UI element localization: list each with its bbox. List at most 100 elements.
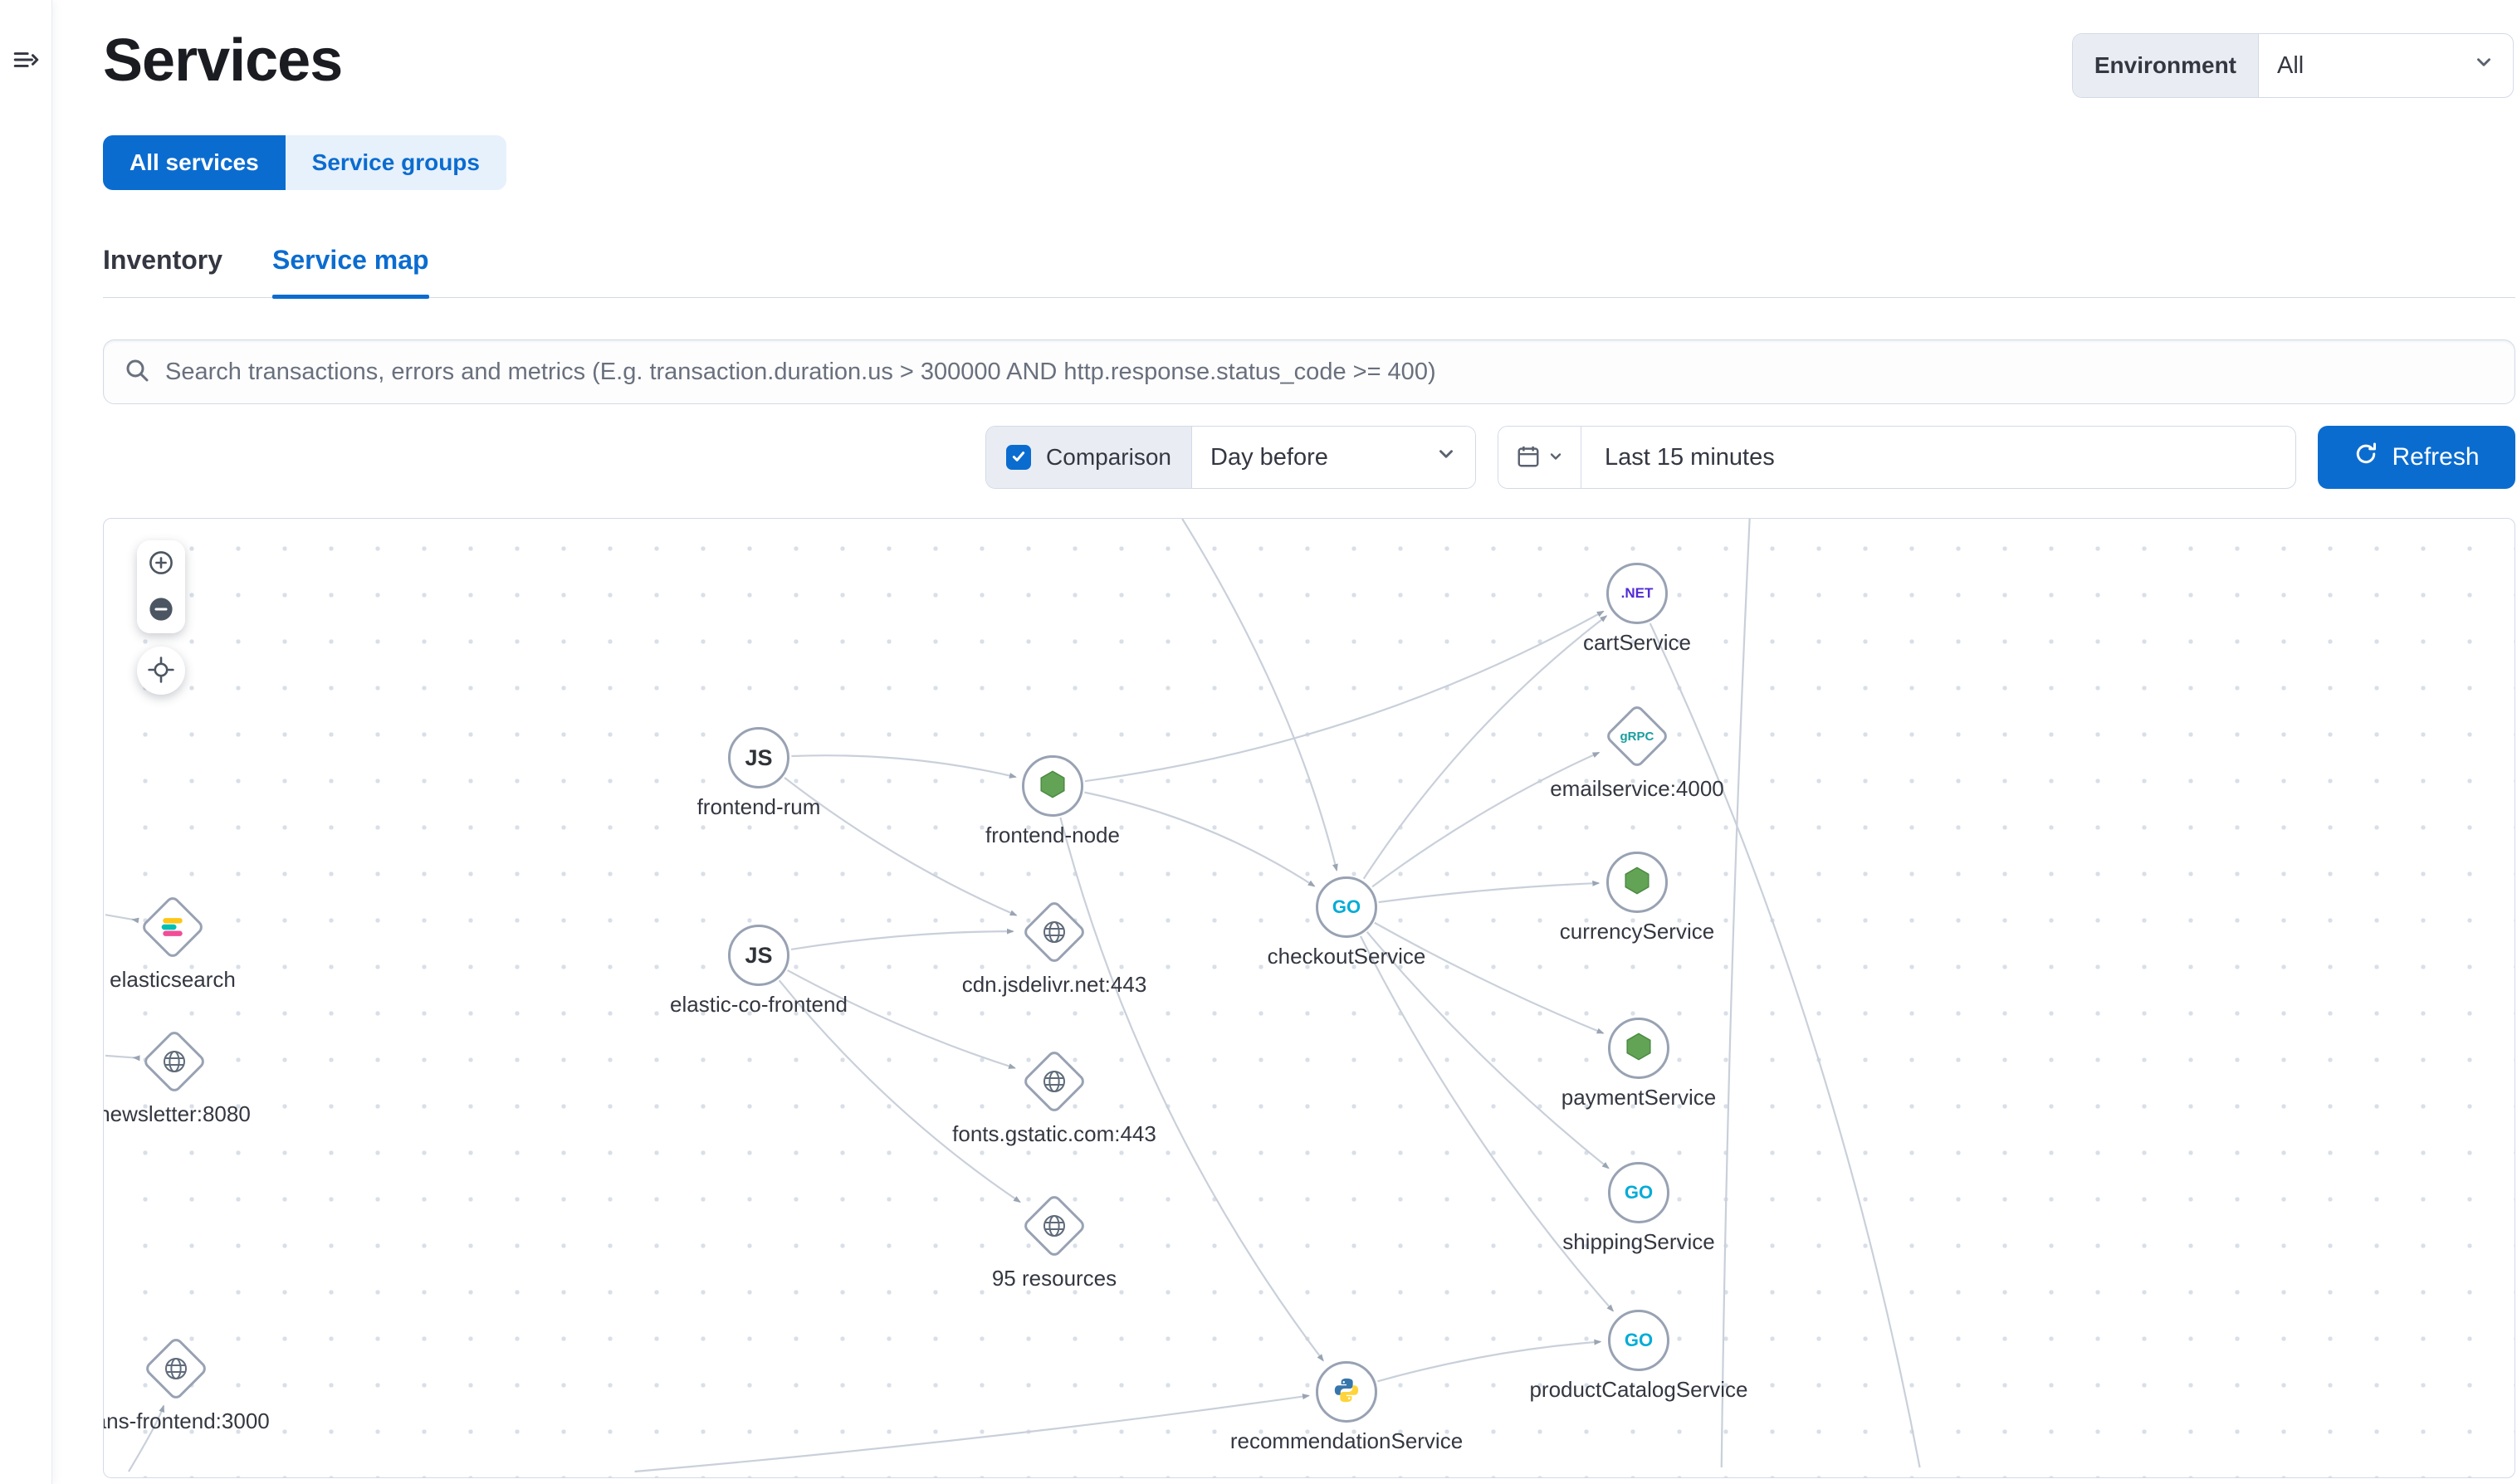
map-node-label: currencyService — [1559, 919, 1715, 944]
search-bar — [103, 339, 2515, 405]
tab-inventory[interactable]: Inventory — [103, 245, 223, 276]
chevron-down-icon — [1435, 443, 1457, 471]
map-node-label: eans-frontend:3000 — [104, 1408, 270, 1433]
service-groups-button[interactable]: Service groups — [285, 135, 506, 191]
tab-service-map[interactable]: Service map — [272, 245, 429, 300]
zoom-out-icon — [148, 596, 174, 625]
menu-expand-icon — [12, 46, 40, 76]
map-node-label: fonts.gstatic.com:443 — [952, 1121, 1156, 1146]
tabs-bar: Inventory Service map — [103, 245, 2515, 300]
map-node-label: elastic-co-frontend — [670, 992, 848, 1017]
comparison-label: Comparison — [1046, 444, 1171, 471]
expand-sidebar-button[interactable] — [8, 43, 43, 78]
service-node-shape[interactable]: GO — [1608, 1310, 1669, 1371]
map-edge — [1377, 1339, 1602, 1383]
all-services-button[interactable]: All services — [103, 135, 286, 191]
service-map-edges — [105, 519, 1921, 1473]
map-edge — [778, 979, 1021, 1203]
map-edge — [787, 969, 1016, 1069]
elasticsearch-icon — [159, 914, 186, 940]
external-node-shape[interactable] — [1021, 1193, 1087, 1259]
node-icon — [1622, 866, 1652, 900]
map-edge — [105, 1054, 140, 1062]
map-node-label: frontend-rum — [696, 794, 821, 819]
map-edge — [1720, 519, 1751, 1468]
environment-value: All — [2277, 51, 2304, 79]
map-edge — [1366, 931, 1610, 1169]
map-node-label: recommendationService — [1229, 1428, 1464, 1453]
quick-select-date-button[interactable] — [1498, 427, 1581, 489]
time-range-value: Last 15 minutes — [1605, 443, 1775, 471]
zoom-box — [137, 540, 185, 633]
globe-icon — [1041, 1213, 1068, 1239]
map-edge — [1084, 791, 1316, 887]
go-icon: GO — [1624, 1182, 1654, 1203]
service-node-shape[interactable]: JS — [728, 925, 789, 986]
environment-select[interactable]: All — [2259, 34, 2513, 97]
center-map-button[interactable] — [137, 647, 185, 695]
globe-icon — [1041, 1068, 1068, 1095]
globe-icon — [161, 1048, 188, 1075]
zoom-out-button[interactable] — [137, 587, 185, 633]
external-node-shape[interactable] — [1021, 1048, 1087, 1115]
refresh-icon — [2353, 442, 2378, 473]
service-node-shape[interactable]: GO — [1608, 1162, 1669, 1223]
service-node-shape[interactable]: GO — [1316, 876, 1377, 938]
external-node-shape[interactable] — [141, 1028, 208, 1095]
comparison-group: Comparison Day before — [985, 426, 1476, 490]
service-node-shape[interactable] — [1316, 1361, 1377, 1423]
map-node-label: cdn.jsdelivr.net:443 — [961, 972, 1147, 997]
service-node-shape[interactable] — [1022, 755, 1083, 817]
map-node-label: newsletter:8080 — [103, 1101, 251, 1126]
map-edge — [1059, 817, 1324, 1362]
map-edge — [1359, 935, 1615, 1312]
globe-icon — [163, 1355, 189, 1382]
external-node-shape[interactable] — [143, 1335, 209, 1402]
environment-label: Environment — [2072, 34, 2259, 97]
controls-row: Comparison Day before Last 15 minutes — [103, 426, 2515, 490]
map-edge — [1378, 880, 1601, 904]
map-node-label: elasticsearch — [110, 967, 236, 992]
js-icon: JS — [745, 942, 773, 968]
map-edge — [784, 777, 1018, 916]
node-icon — [1038, 769, 1068, 803]
external-node-shape[interactable] — [1021, 899, 1087, 965]
map-node-label: emailservice:4000 — [1550, 776, 1724, 801]
comparison-checkbox[interactable] — [1006, 445, 1032, 471]
zoom-in-icon — [148, 549, 174, 578]
map-edge — [1649, 622, 1921, 1468]
go-icon: GO — [1624, 1330, 1654, 1350]
map-node-label: productCatalogService — [1529, 1377, 1748, 1402]
page-title: Services — [103, 27, 343, 94]
environment-control: Environment All — [2071, 33, 2514, 98]
service-map-panel: elasticsearch newsletter:8080 eans-fronten… — [103, 518, 2515, 1478]
map-edge — [1374, 921, 1605, 1034]
service-node-shape[interactable]: JS — [728, 727, 789, 788]
map-node-label: paymentService — [1561, 1085, 1717, 1110]
date-picker-group: Last 15 minutes — [1498, 426, 2296, 490]
calendar-icon — [1516, 444, 1541, 471]
map-node-label: 95 resources — [991, 1266, 1117, 1291]
crosshair-icon — [148, 656, 174, 686]
comparison-select[interactable]: Day before — [1191, 427, 1475, 489]
map-edge — [790, 928, 1014, 950]
search-input[interactable] — [165, 358, 2495, 386]
service-node-shape[interactable]: .NET — [1606, 563, 1668, 624]
chevron-down-icon — [1547, 448, 1564, 467]
map-edge — [1371, 751, 1601, 888]
refresh-button[interactable]: Refresh — [2318, 426, 2515, 490]
external-node-shape[interactable] — [139, 894, 206, 960]
grpc-icon: gRPC — [1620, 729, 1654, 744]
map-edge — [128, 1404, 165, 1472]
zoom-in-button[interactable] — [137, 540, 185, 587]
comparison-checkbox-label[interactable]: Comparison — [986, 427, 1191, 489]
services-view-toggle: All services Service groups — [103, 135, 506, 191]
service-node-shape[interactable] — [1608, 1018, 1669, 1079]
map-node-label: frontend-node — [985, 823, 1120, 847]
map-edge — [634, 1394, 1310, 1473]
map-edge — [791, 754, 1017, 779]
python-icon — [1332, 1376, 1361, 1408]
map-node-label: shippingService — [1562, 1229, 1715, 1254]
service-node-shape[interactable] — [1606, 852, 1668, 913]
time-range-field[interactable]: Last 15 minutes — [1581, 427, 2295, 488]
